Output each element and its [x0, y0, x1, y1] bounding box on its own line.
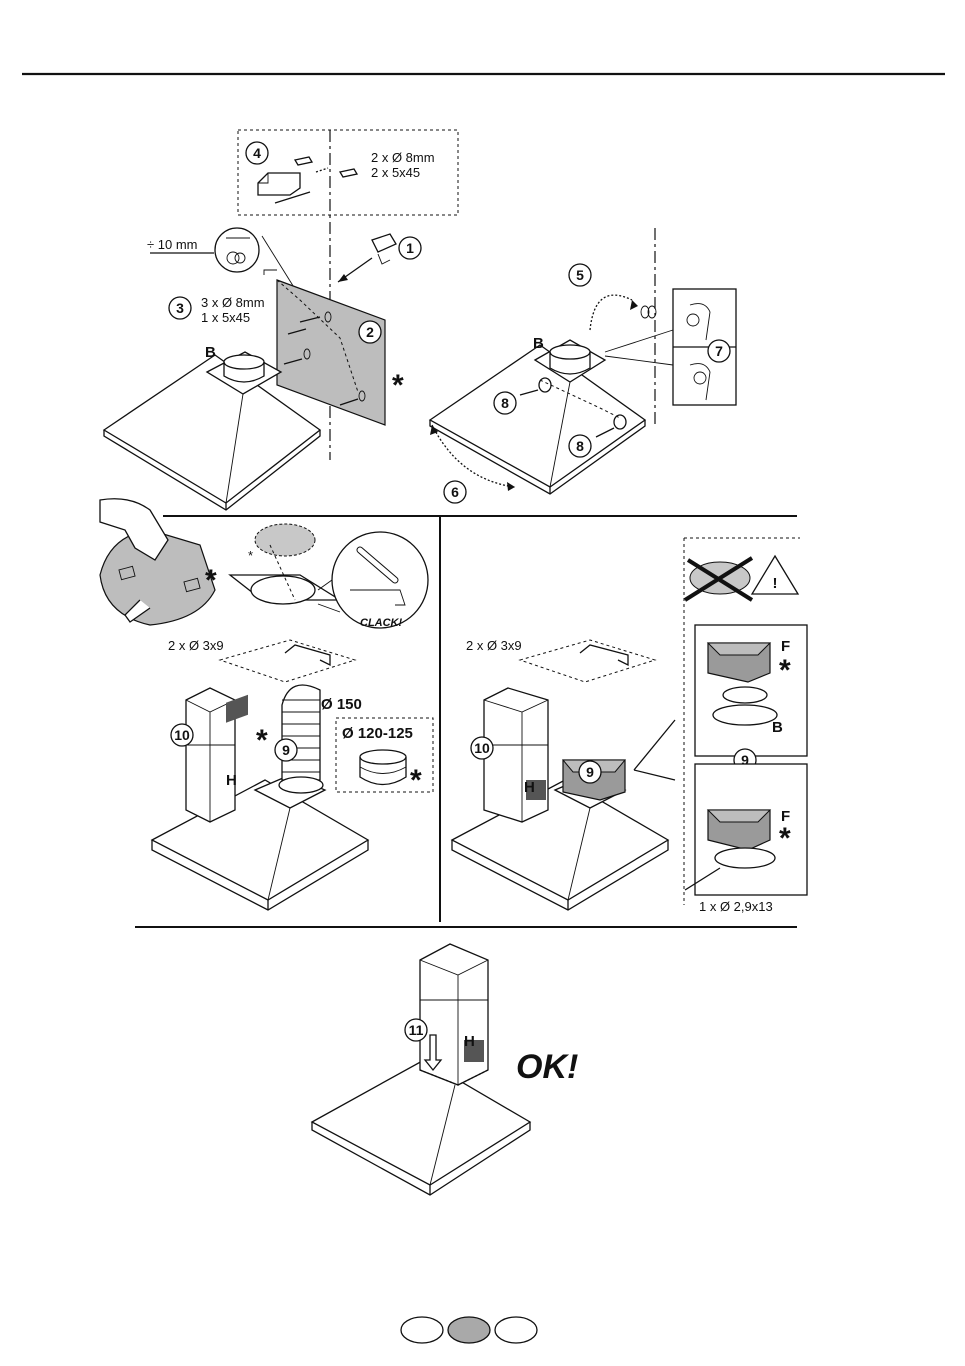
step-2-marker: 2 — [359, 321, 381, 343]
panel-hood-fixing: 5 7 — [430, 228, 736, 503]
hood-drawing-2 — [430, 340, 645, 494]
svg-text:2: 2 — [366, 324, 374, 340]
optional-mark-4: * — [410, 764, 422, 797]
screws-3x9-label-2: 2 x Ø 3x9 — [466, 638, 522, 653]
step-9-marker: 9 — [275, 739, 297, 761]
step-5-marker: 5 — [569, 264, 591, 286]
page-indicator — [401, 1317, 537, 1343]
svg-text:6: 6 — [451, 484, 459, 500]
template-screw-label: 1 x 5x45 — [201, 310, 250, 325]
step-7-marker: 7 — [708, 340, 730, 362]
panel-ducted-version: * CLACK! * 2 x Ø 3x9 — [100, 499, 433, 910]
step-1-marker: 1 — [399, 237, 421, 259]
panel-wall-mounting: 4 2 x Ø 8mm 2 x 5x45 ÷ 10 mm — [104, 130, 458, 510]
svg-text:9: 9 — [282, 742, 290, 758]
svg-text:5: 5 — [576, 267, 584, 283]
page-circle-2-active — [448, 1317, 490, 1343]
step-4-marker: 4 — [246, 142, 268, 164]
svg-text:3: 3 — [176, 300, 184, 316]
svg-text:10: 10 — [474, 740, 490, 756]
svg-text:8: 8 — [576, 438, 584, 454]
screws-3x9-label: 2 x Ø 3x9 — [168, 638, 224, 653]
part-f-label: F — [781, 638, 790, 655]
svg-text:9: 9 — [586, 764, 594, 780]
template-plugs-label: 3 x Ø 8mm — [201, 295, 265, 310]
washer-icon — [641, 306, 656, 318]
optional-mark: * — [392, 369, 404, 402]
step-10-marker: 10 — [171, 724, 193, 746]
ceiling-outline — [220, 640, 355, 682]
step-11-marker: 11 — [405, 1019, 427, 1041]
drilling-template — [277, 280, 385, 425]
duct-150-label: Ø 150 — [321, 696, 362, 713]
svg-text:8: 8 — [501, 395, 509, 411]
bracket-plugs-label: 2 x Ø 8mm — [371, 150, 435, 165]
duct-120-label: Ø 120-125 — [342, 725, 413, 742]
optional-mark-small: * — [248, 548, 253, 563]
panel-final-assembly: H 11 OK! — [312, 944, 578, 1195]
chimney-drawing-2 — [484, 688, 548, 822]
step-10-marker-2: 10 — [471, 737, 493, 759]
svg-text:4: 4 — [253, 145, 261, 161]
step-9-marker-2: 9 — [579, 761, 601, 783]
clack-label: CLACK! — [360, 617, 402, 629]
part-b-label-2: B — [533, 335, 544, 352]
filter-clip-detail: CLACK! — [230, 524, 428, 629]
distance-label: ÷ 10 mm — [147, 237, 197, 252]
screw-2-9-label: 1 x Ø 2,9x13 — [699, 899, 773, 914]
svg-text:10: 10 — [174, 727, 190, 743]
part-b-label-3: B — [772, 719, 783, 736]
part-h-label-2: H — [524, 779, 535, 796]
page-circle-3 — [495, 1317, 537, 1343]
part-h-label: H — [226, 772, 237, 789]
step-8-marker: 8 — [494, 392, 516, 414]
optional-mark-5: * — [779, 654, 791, 687]
step-3-marker: 3 — [169, 297, 191, 319]
step-6-marker: 6 — [444, 481, 466, 503]
part-b-label: B — [205, 344, 216, 361]
svg-text:!: ! — [773, 575, 778, 592]
optional-mark-6: * — [779, 822, 791, 855]
no-charcoal-filter-warning: ! — [685, 556, 798, 600]
charcoal-filter-removal-icon — [100, 499, 215, 625]
panel-recirculation-version: 2 x Ø 3x9 H 10 9 — [452, 538, 807, 914]
page-circle-1 — [401, 1317, 443, 1343]
part-h-label-3: H — [464, 1033, 475, 1050]
hood-drawing-3 — [152, 775, 368, 910]
optional-mark-3: * — [256, 724, 268, 757]
wall-bracket-icon — [258, 157, 357, 203]
step-8-marker-2: 8 — [569, 435, 591, 457]
svg-text:7: 7 — [715, 343, 723, 359]
reducer-ring-icon — [360, 750, 406, 785]
hood-drawing-5 — [312, 1060, 530, 1195]
optional-mark-2: * — [205, 564, 217, 597]
svg-text:11: 11 — [409, 1022, 424, 1038]
bracket-screws-label: 2 x 5x45 — [371, 165, 420, 180]
ok-label: OK! — [516, 1048, 578, 1086]
drill-icon — [338, 234, 396, 282]
svg-text:1: 1 — [406, 240, 414, 256]
